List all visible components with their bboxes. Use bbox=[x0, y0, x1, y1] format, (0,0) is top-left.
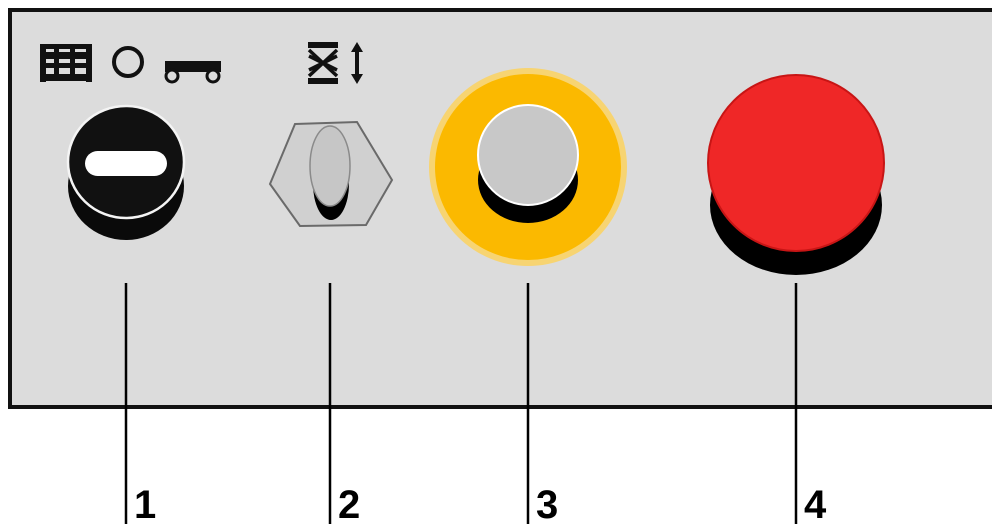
key-slot bbox=[85, 151, 167, 176]
red-emergency-stop-button[interactable] bbox=[708, 75, 884, 275]
key-switch[interactable] bbox=[68, 106, 184, 240]
yellow-button[interactable] bbox=[429, 68, 627, 266]
callout-label-1: 1 bbox=[134, 483, 156, 524]
callout-label-2: 2 bbox=[338, 483, 360, 524]
callout-label-3: 3 bbox=[536, 483, 558, 524]
callout-label-4: 4 bbox=[804, 483, 827, 524]
